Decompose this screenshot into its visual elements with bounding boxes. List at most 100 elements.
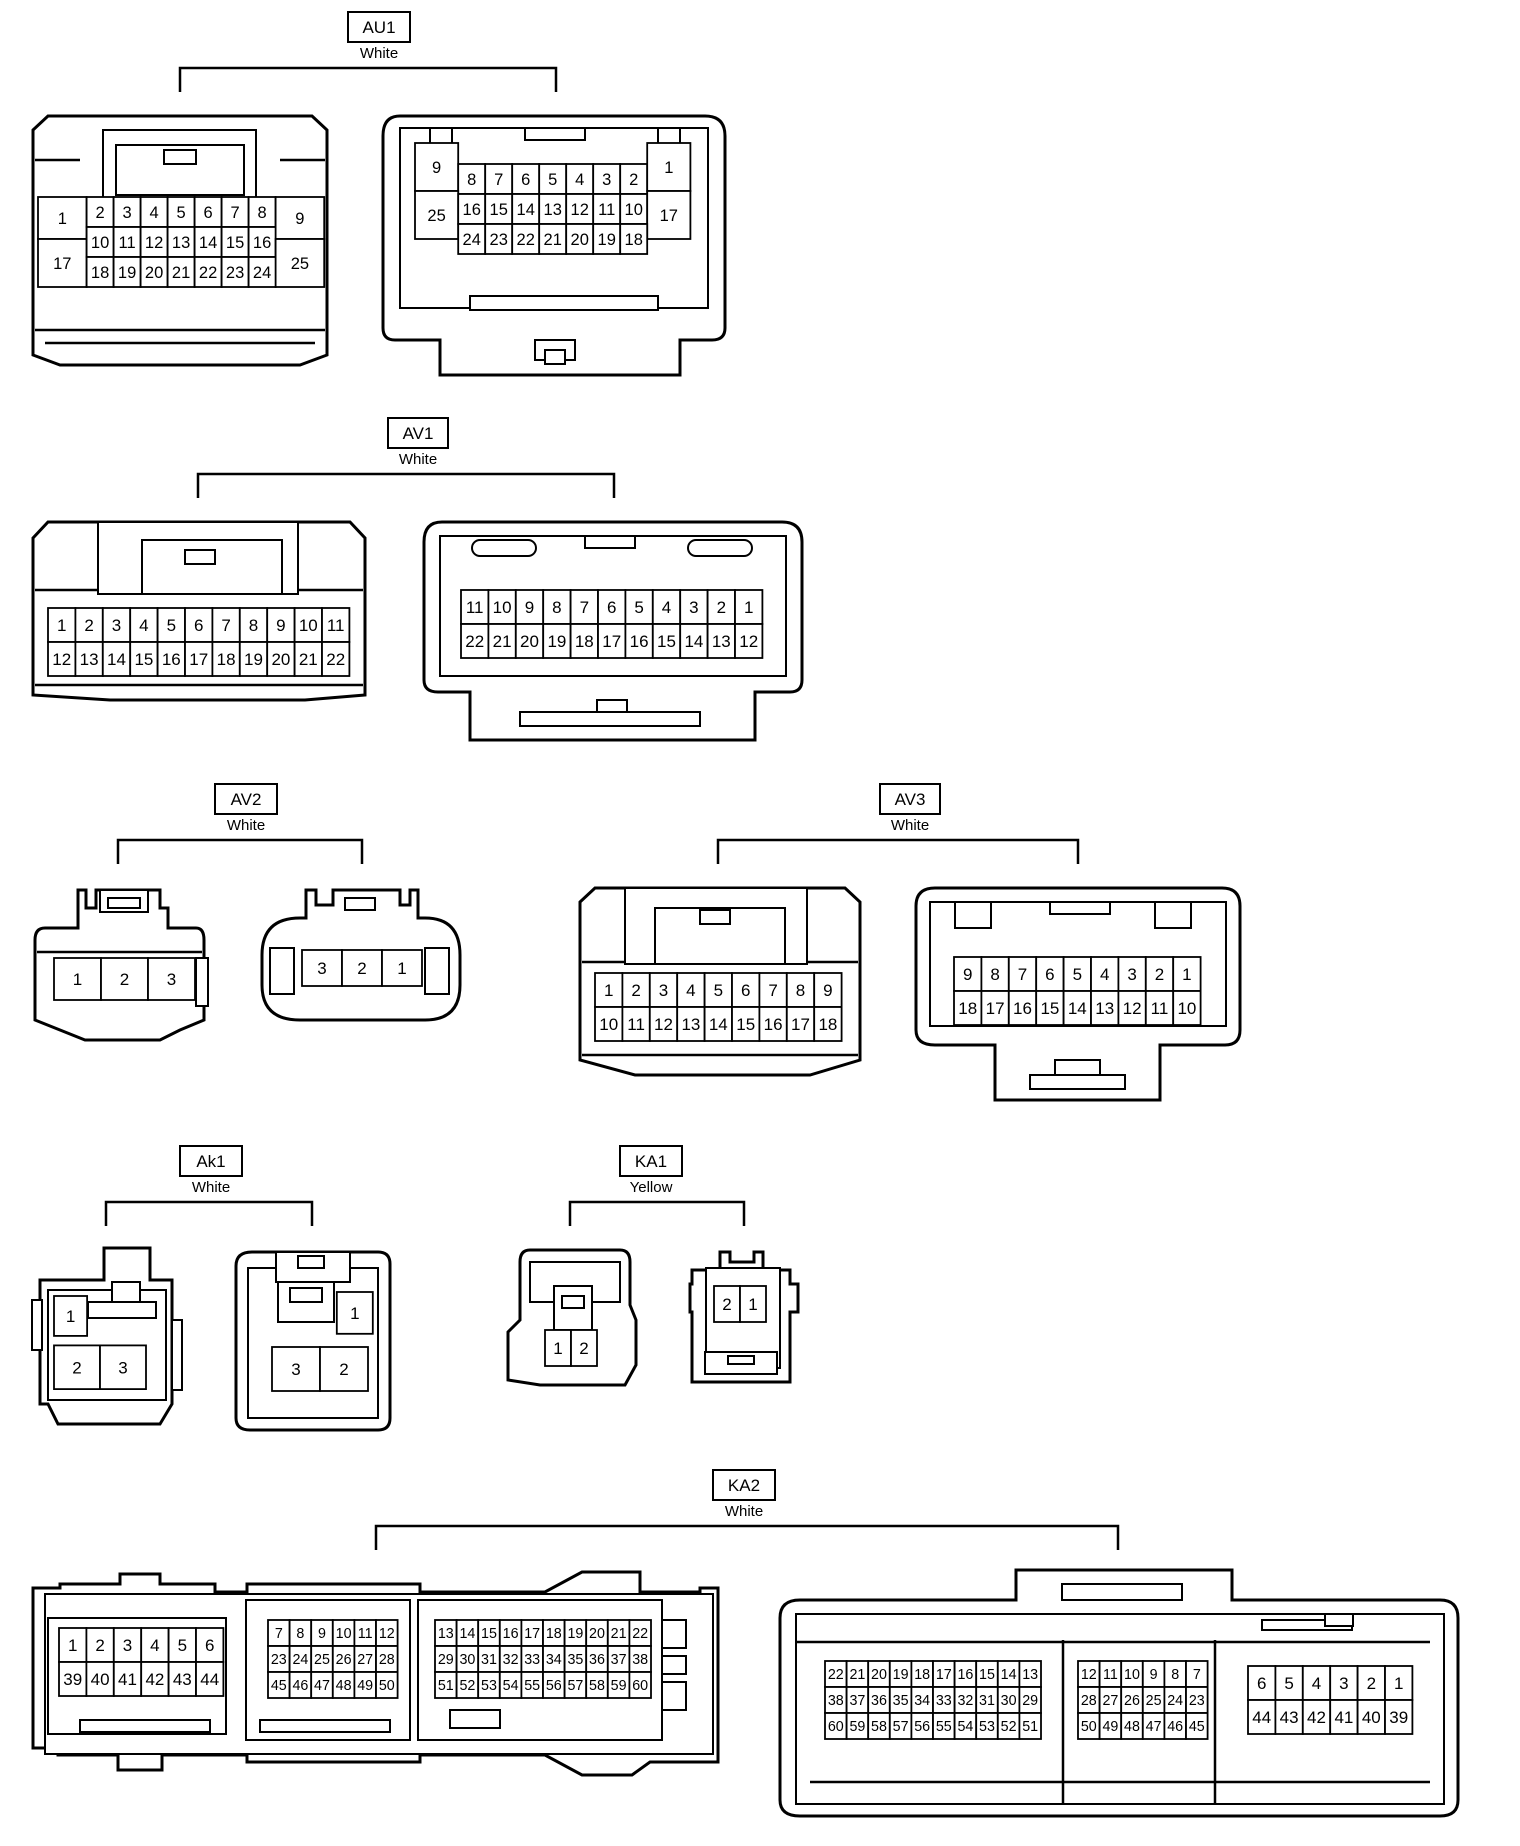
pin-number: 4 bbox=[150, 204, 159, 222]
pin-number: 4 bbox=[1312, 1674, 1321, 1693]
pin-number: 11 bbox=[358, 1626, 373, 1642]
pin-number: 10 bbox=[1124, 1667, 1140, 1683]
pin-number: 6 bbox=[521, 171, 530, 189]
pin-number: 51 bbox=[1022, 1719, 1038, 1735]
label-box bbox=[387, 417, 449, 449]
pin-number: 16 bbox=[463, 201, 481, 219]
label-box bbox=[347, 11, 411, 43]
pin-number: 1 bbox=[1182, 965, 1191, 984]
pin-cell bbox=[1301, 1699, 1332, 1735]
pin-number: 10 bbox=[299, 616, 318, 635]
pin-number: 21 bbox=[172, 264, 190, 282]
pin-cell bbox=[542, 623, 572, 659]
pin-number: 18 bbox=[575, 632, 594, 651]
pin-cell bbox=[156, 641, 186, 677]
pin-cell bbox=[266, 641, 296, 677]
pin-cell bbox=[813, 1006, 843, 1042]
pin-cell bbox=[1185, 1712, 1209, 1740]
pin-number: 17 bbox=[986, 999, 1005, 1018]
connector-id: KA2 bbox=[728, 1476, 760, 1495]
pin-number: 60 bbox=[632, 1678, 648, 1694]
pin-number: 14 bbox=[199, 234, 217, 252]
pin-cell bbox=[785, 1006, 816, 1042]
pin-number: 44 bbox=[1252, 1708, 1271, 1727]
pin-number: 23 bbox=[490, 231, 508, 249]
pin-number: 2 bbox=[579, 1339, 588, 1358]
pin-number: 31 bbox=[481, 1652, 497, 1668]
pin-number: 60 bbox=[828, 1719, 844, 1735]
pin-number: 21 bbox=[493, 632, 512, 651]
pin-cell bbox=[785, 972, 816, 1008]
pin-number: 6 bbox=[607, 598, 616, 617]
pin-number: 41 bbox=[118, 1670, 137, 1689]
pin-number: 26 bbox=[1124, 1693, 1140, 1709]
pin-number: 8 bbox=[249, 616, 258, 635]
pin-number: 21 bbox=[299, 650, 318, 669]
pin-number: 24 bbox=[292, 1652, 308, 1668]
pin-number: 13 bbox=[80, 650, 99, 669]
label-box bbox=[879, 783, 941, 815]
pin-number: 16 bbox=[503, 1626, 519, 1642]
pin-number: 16 bbox=[253, 234, 271, 252]
pin-number: 6 bbox=[1257, 1674, 1266, 1693]
connector-color: White bbox=[399, 451, 437, 468]
label-box bbox=[619, 1145, 683, 1177]
pin-number: 1 bbox=[57, 616, 66, 635]
pin-cell bbox=[85, 1627, 115, 1663]
pin-number: 15 bbox=[490, 201, 508, 219]
pin-number: 2 bbox=[1155, 965, 1164, 984]
pin-number: 8 bbox=[258, 204, 267, 222]
pin-number: 19 bbox=[598, 231, 616, 249]
pin-number: 30 bbox=[459, 1652, 475, 1668]
pin-number: 18 bbox=[91, 264, 109, 282]
pin-number: 36 bbox=[871, 1693, 887, 1709]
pin-number: 25 bbox=[291, 255, 309, 273]
connector-id: AV2 bbox=[231, 790, 262, 809]
pin-number: 47 bbox=[314, 1678, 330, 1694]
pin-cell bbox=[1247, 1699, 1277, 1735]
pin-cell bbox=[703, 972, 733, 1008]
pin-number: 16 bbox=[957, 1667, 973, 1683]
pin-number: 4 bbox=[150, 1636, 159, 1655]
pin-number: 28 bbox=[1081, 1693, 1097, 1709]
pin-cell bbox=[648, 1006, 679, 1042]
pin-number: 37 bbox=[611, 1652, 627, 1668]
pin-number: 26 bbox=[336, 1652, 352, 1668]
bracket bbox=[568, 1200, 746, 1226]
pin-number: 2 bbox=[120, 970, 129, 989]
pin-number: 15 bbox=[1040, 999, 1059, 1018]
pin-cell bbox=[628, 1671, 652, 1699]
pin-number: 12 bbox=[145, 234, 163, 252]
pin-number: 34 bbox=[546, 1652, 562, 1668]
pin-number: 10 bbox=[91, 234, 109, 252]
pin-number: 20 bbox=[571, 231, 589, 249]
pin-cell bbox=[484, 223, 514, 255]
pin-cell bbox=[460, 589, 490, 625]
pin-cell bbox=[341, 949, 383, 987]
pin-cell bbox=[167, 1661, 197, 1697]
pin-number: 25 bbox=[1146, 1693, 1162, 1709]
pin-cell bbox=[457, 223, 487, 255]
pin-cell bbox=[47, 607, 77, 643]
pin-cell bbox=[758, 1006, 788, 1042]
pin-number: 11 bbox=[627, 1015, 645, 1034]
pin-cell bbox=[99, 1344, 147, 1391]
pin-number: 3 bbox=[1127, 965, 1136, 984]
pin-number: 22 bbox=[828, 1667, 844, 1683]
pin-number: 10 bbox=[493, 598, 512, 617]
connector-color: White bbox=[360, 45, 398, 62]
label-box bbox=[712, 1469, 776, 1501]
